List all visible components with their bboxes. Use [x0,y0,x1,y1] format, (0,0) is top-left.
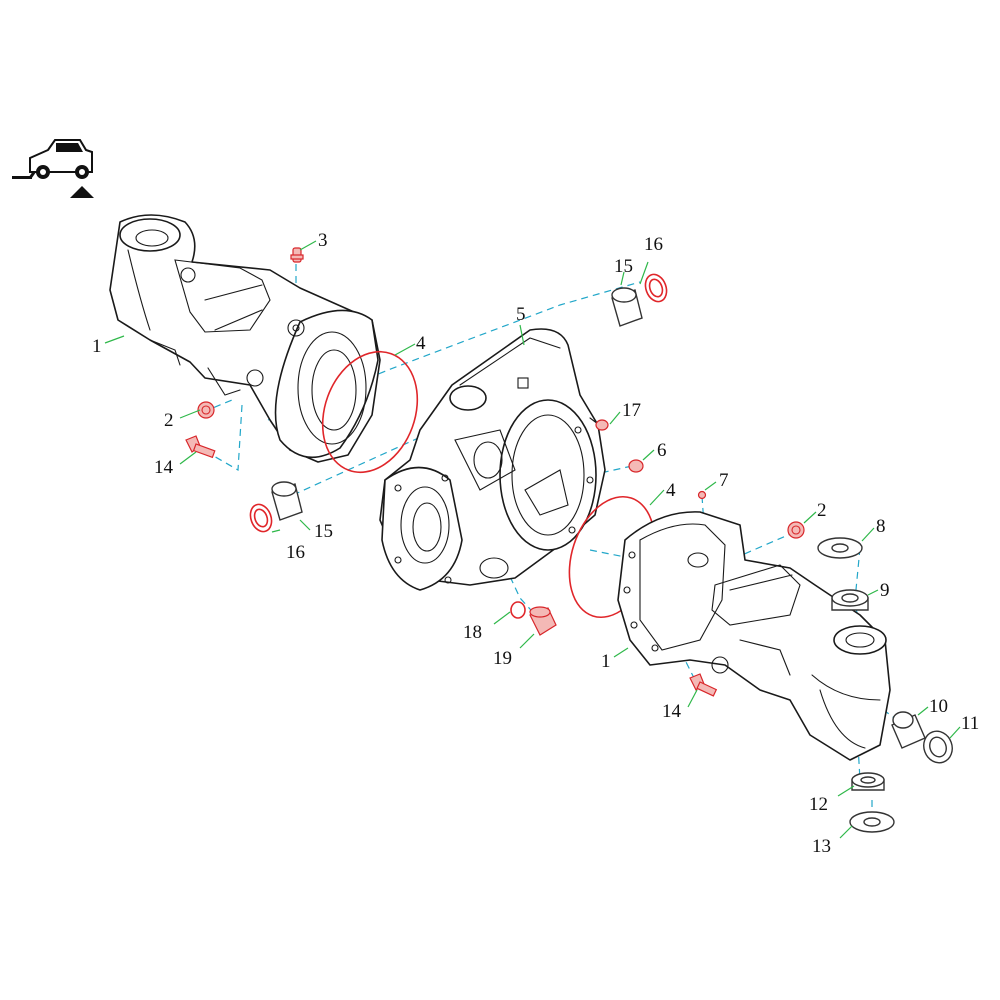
o-ring-upper [321,350,419,474]
callout-14-left: 14 [154,457,174,478]
seal-lower [249,503,273,533]
axle-housing-right [617,511,891,761]
callout-1-right: 1 [601,651,611,672]
callout-11: 11 [961,713,979,734]
plug-right [787,521,805,539]
callout-15-upper: 15 [614,256,633,277]
thrust-washer-upper [817,537,863,559]
leader-lines [104,240,961,839]
callout-19: 19 [493,648,512,669]
callout-1-left: 1 [92,336,102,357]
bearing-lower [851,772,885,791]
callout-16-lower: 16 [286,542,305,563]
callout-4-upper: 4 [416,333,426,354]
bushing-upper [611,287,643,327]
bolt-left [185,435,216,459]
callout-7: 7 [719,470,729,491]
grease-nipple [697,490,707,500]
plug-left [197,401,215,419]
breather-valve [290,247,304,263]
callout-labels: 1 1 2 2 3 4 4 5 6 7 8 9 10 11 12 13 14 1… [92,230,979,857]
king-pin-bushing [891,711,926,749]
bearing-upper [831,589,869,611]
callout-16-upper: 16 [644,234,663,255]
callout-18: 18 [463,622,482,643]
callout-14-right: 14 [662,701,682,722]
callout-15-lower: 15 [314,521,333,542]
callout-2-right: 2 [817,500,827,521]
callout-3: 3 [318,230,328,251]
front-direction-arrow-icon [70,186,94,198]
callout-6: 6 [657,440,667,461]
axle-housing-left [109,214,381,463]
king-pin-seal [923,730,953,764]
callout-17: 17 [622,400,641,421]
thrust-washer-lower [849,811,895,833]
callout-8: 8 [876,516,886,537]
bushing-lower [271,481,303,521]
bolt-right [689,673,718,697]
washer-ring [510,601,526,619]
callout-10: 10 [929,696,948,717]
callout-5: 5 [516,304,526,325]
callout-9: 9 [880,580,890,601]
callout-13: 13 [812,836,831,857]
seal-upper [644,273,668,303]
telehandler-icon [12,139,93,179]
callout-4-lower: 4 [666,480,676,501]
sensor [589,417,609,431]
plug-small [628,459,644,473]
callout-12: 12 [809,794,828,815]
callout-2-left: 2 [164,410,174,431]
differential-housing [379,328,606,591]
drain-plug [529,606,557,636]
